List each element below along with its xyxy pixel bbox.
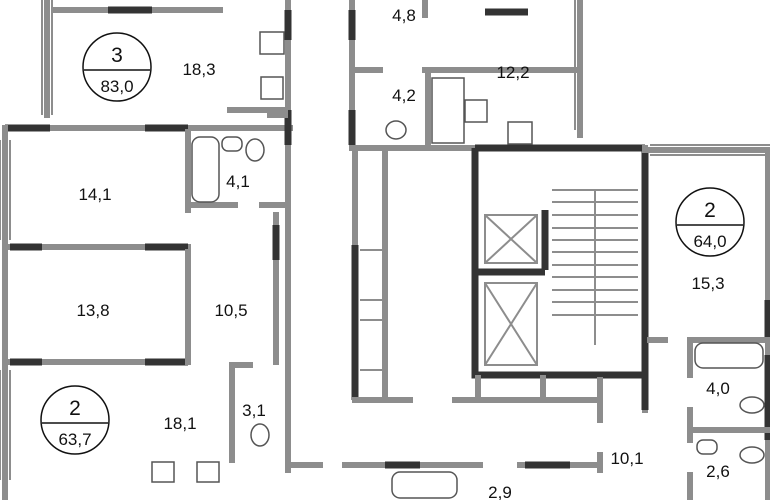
room-area-label: 15,3	[691, 274, 724, 293]
room-count: 3	[111, 44, 123, 67]
room-area-label: 12,2	[496, 63, 529, 82]
room-area-label: 18,1	[163, 414, 196, 433]
stove-icon	[507, 121, 533, 145]
room-area-label: 4,8	[392, 6, 416, 25]
bathtub-icon	[191, 136, 220, 203]
total-area: 83,0	[100, 77, 133, 96]
sink-icon	[260, 76, 284, 100]
apartment-badge: 3 83,0	[82, 32, 152, 102]
room-area-label: 4,0	[706, 379, 730, 398]
room-count: 2	[69, 397, 81, 420]
toilet-icon	[245, 138, 265, 162]
total-area: 64,0	[693, 232, 726, 251]
room-area-label: 14,1	[78, 185, 111, 204]
room-area-label: 4,1	[226, 172, 250, 191]
room-labels: 18,3 14,1 4,1 13,8 10,5 18,1 3,1 4,8 4,2…	[76, 6, 729, 500]
apartment-badge: 2 63,7	[40, 385, 110, 455]
toilet-icon	[385, 120, 407, 140]
sink-icon	[196, 461, 220, 483]
bathtub-icon	[694, 342, 764, 369]
room-area-label: 2,9	[488, 483, 512, 500]
fixtures	[151, 31, 765, 499]
room-area-label: 2,6	[706, 462, 730, 481]
room-area-label: 4,2	[392, 86, 416, 105]
toilet-icon	[250, 423, 270, 447]
toilet-icon	[739, 396, 765, 414]
room-area-label: 3,1	[242, 401, 266, 420]
stove-icon	[259, 31, 285, 55]
washbasin-icon	[221, 136, 243, 152]
room-area-label: 10,1	[610, 449, 643, 468]
room-area-label: 13,8	[76, 301, 109, 320]
room-count: 2	[704, 199, 716, 222]
bathtub-icon	[391, 471, 458, 499]
toilet-icon	[739, 446, 765, 464]
room-area-label: 18,3	[182, 60, 215, 79]
washbasin-icon	[696, 439, 718, 455]
apartment-badge: 2 64,0	[675, 187, 745, 257]
sink-icon	[464, 99, 488, 123]
total-area: 63,7	[58, 430, 91, 449]
stove-icon	[151, 461, 175, 483]
room-area-label: 10,5	[214, 301, 247, 320]
